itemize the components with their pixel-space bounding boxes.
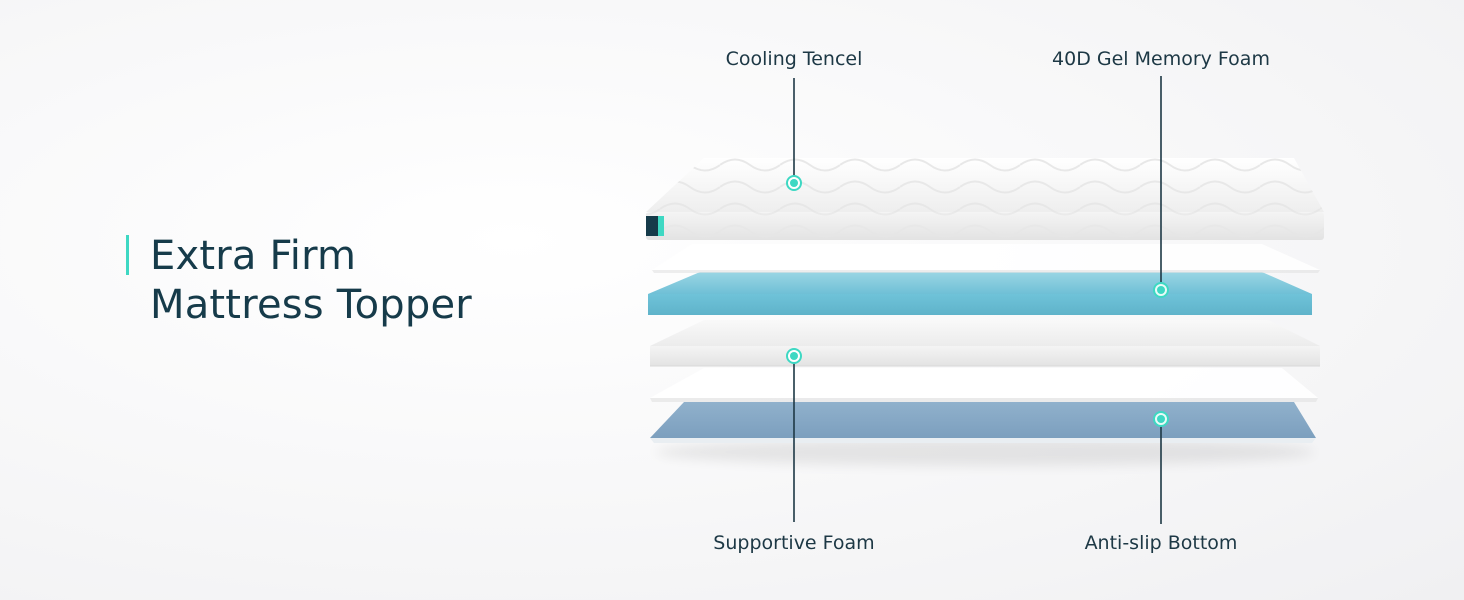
- marker-dot-cooling-tencel: [786, 175, 802, 191]
- accent-bar: [126, 235, 129, 275]
- headline: Extra Firm Mattress Topper: [126, 232, 472, 330]
- headline-line-1: Extra Firm: [150, 233, 357, 279]
- cooling-tencel-cover-layer: [646, 158, 1324, 240]
- anti-slip-bottom-layer: [650, 402, 1316, 443]
- marker-dot-gel-memory-foam: [1153, 282, 1169, 298]
- label-gel-memory-foam: 40D Gel Memory Foam: [1052, 48, 1270, 70]
- marker-dot-anti-slip-bottom: [1153, 411, 1169, 427]
- label-cooling-tencel: Cooling Tencel: [725, 48, 863, 70]
- label-supportive-foam: Supportive Foam: [713, 532, 875, 554]
- headline-line-2: Mattress Topper: [150, 282, 472, 328]
- gel-memory-foam-layer: [648, 272, 1312, 315]
- brand-tag: [646, 216, 658, 236]
- translucent-sheet-upper: [652, 244, 1320, 273]
- supportive-foam-layer: [650, 320, 1320, 367]
- drop-shadow: [655, 438, 1315, 466]
- marker-dots: [786, 175, 1169, 427]
- translucent-sheet-lower: [650, 368, 1318, 402]
- marker-dot-supportive-foam: [786, 348, 802, 364]
- label-anti-slip-bottom: Anti-slip Bottom: [1084, 532, 1238, 554]
